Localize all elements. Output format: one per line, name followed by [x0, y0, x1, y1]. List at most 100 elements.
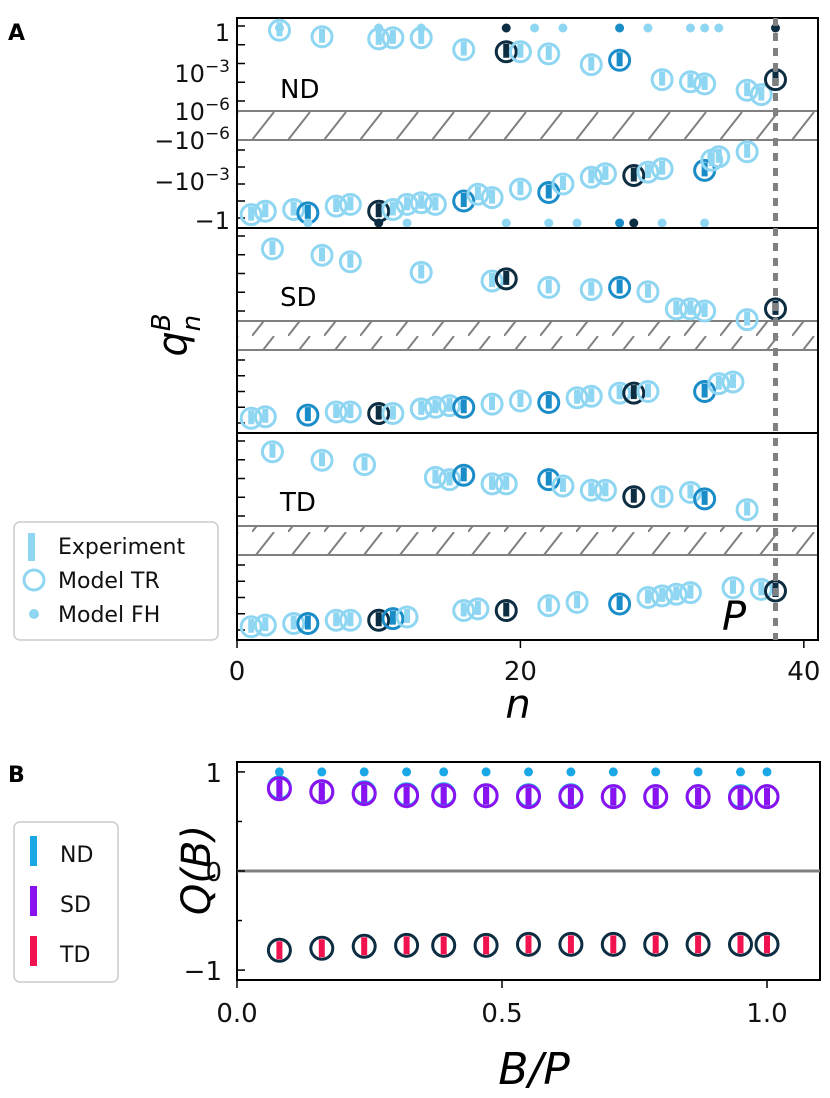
q-td-tr-point — [643, 931, 669, 957]
experiment-bar-positive — [319, 247, 326, 262]
experiment-bar-positive — [630, 488, 637, 503]
experiment-bar-positive — [389, 29, 396, 44]
experiment-bar-negative — [701, 383, 708, 398]
q-sd-experiment-bar — [440, 786, 447, 805]
q-sd-experiment-bar — [695, 787, 702, 806]
legend-tr-swatch — [22, 568, 46, 592]
experiment-bar-negative — [673, 586, 680, 601]
q-nd-fh-point — [274, 767, 284, 777]
model-tr-point-negative — [636, 380, 660, 403]
q-td-experiment-bar — [525, 935, 532, 954]
legend-td-swatch — [30, 936, 37, 966]
model-tr-point-positive — [494, 267, 518, 291]
y-axis-title: qBn — [147, 313, 207, 356]
x-axis-title: B/P — [498, 1044, 570, 1095]
break-band-nd — [237, 111, 818, 140]
experiment-bar-negative — [418, 400, 425, 415]
model-tr-point-positive — [409, 260, 433, 284]
model-tr-point-negative — [324, 608, 348, 632]
model-fh-point — [374, 218, 384, 228]
model-fh-point — [615, 218, 625, 228]
y-tick-base: −1 — [195, 207, 230, 235]
q-sd-experiment-bar — [318, 782, 325, 801]
q-nd-fh-point — [524, 767, 533, 777]
experiment-bar-negative — [304, 615, 311, 630]
model-tr-point-positive — [537, 468, 561, 492]
experiment-bar-negative — [744, 143, 751, 158]
model-tr-point-positive — [268, 18, 292, 42]
experiment-bar-positive — [503, 475, 510, 490]
model-tr-point-positive — [508, 40, 532, 64]
q-td-experiment-bar — [695, 935, 702, 954]
panel-b-letter: B — [8, 763, 25, 788]
q-td-tr-point — [516, 931, 541, 957]
model-tr-point-positive — [310, 448, 334, 472]
panel-a-letter: A — [8, 21, 25, 46]
experiment-bar-negative — [446, 397, 453, 412]
model-tr-point-positive — [608, 275, 632, 299]
model-fh-point — [700, 218, 710, 228]
experiment-bar-positive — [673, 300, 680, 315]
model-tr-point-positive — [480, 472, 504, 496]
experiment-bar-negative — [333, 403, 340, 418]
experiment-bar-negative — [644, 383, 651, 398]
q-td-experiment-bar — [276, 941, 283, 960]
experiment-bar-negative — [758, 581, 765, 596]
model-tr-point-negative — [480, 186, 504, 210]
experiment-bar-positive — [659, 488, 666, 503]
model-tr-point-negative — [537, 594, 561, 618]
q-td-tr-point — [558, 931, 584, 957]
model-tr-point-negative — [381, 607, 405, 631]
y-tick-base: −10 — [154, 127, 205, 155]
q-td-tr-point — [600, 931, 626, 957]
model-tr-point-negative — [650, 157, 674, 181]
experiment-bar-negative — [630, 385, 637, 400]
experiment-bar-negative — [290, 615, 297, 630]
legend-tr-label: Model TR — [58, 569, 160, 594]
y-tick-exponent: −6 — [205, 95, 230, 115]
q-sd-tr-point — [685, 784, 711, 810]
x-tick-label: 0.0 — [216, 999, 257, 1029]
experiment-bar-negative — [616, 385, 623, 400]
model-tr-point-positive — [678, 70, 702, 94]
q-nd-fh-point — [608, 767, 618, 777]
y-tick-base: −10 — [154, 168, 205, 196]
experiment-bar-negative — [644, 164, 651, 179]
p-marker-label: P — [722, 594, 747, 640]
model-tr-point-negative — [466, 597, 490, 621]
model-tr-point-positive — [537, 275, 561, 299]
model-tr-point-positive — [579, 278, 603, 302]
x-axis-title: n — [505, 682, 530, 728]
q-nd-fh-point — [402, 767, 412, 777]
experiment-bar-positive — [687, 300, 694, 315]
model-tr-point-negative — [253, 613, 277, 637]
model-tr-point-negative — [324, 400, 348, 424]
model-tr-point-positive — [310, 25, 334, 49]
model-tr-point-negative — [423, 192, 447, 216]
experiment-bar-negative — [574, 389, 581, 404]
model-fh-point — [416, 23, 426, 33]
experiment-bar-negative — [729, 579, 736, 594]
model-tr-point-negative — [650, 584, 674, 608]
q-nd-fh-point — [693, 767, 703, 777]
q-td-experiment-bar — [361, 937, 368, 956]
model-tr-point-positive — [480, 269, 504, 293]
experiment-bar-positive — [545, 45, 552, 60]
q-td-experiment-bar — [483, 936, 490, 955]
experiment-bar-positive — [602, 482, 609, 497]
model-tr-point-negative — [480, 392, 504, 416]
model-tr-point-negative — [367, 402, 391, 426]
y-tick-label: 10−3 — [174, 57, 230, 88]
experiment-bar-negative — [588, 388, 595, 403]
experiment-bar-negative — [630, 167, 637, 182]
experiment-bar-negative — [432, 399, 439, 414]
y-tick-exponent: −3 — [205, 165, 230, 185]
q-sd-experiment-bar — [361, 784, 368, 803]
experiment-bar-positive — [559, 478, 566, 492]
q-td-tr-point — [685, 931, 711, 957]
model-tr-point-positive — [579, 53, 603, 77]
experiment-bar-negative — [460, 399, 467, 414]
experiment-bar-negative — [248, 410, 255, 425]
